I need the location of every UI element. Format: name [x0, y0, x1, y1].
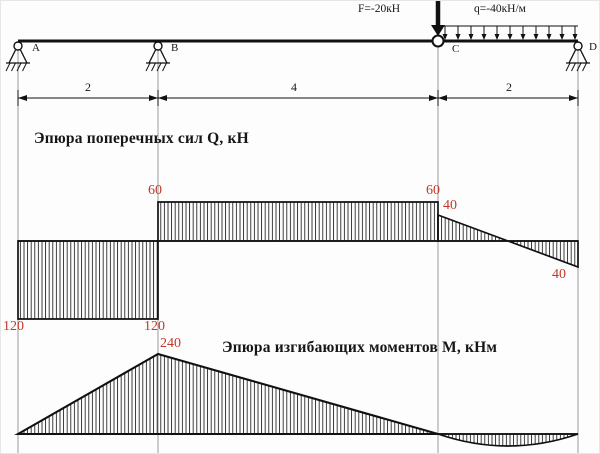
- m-parabola: [437, 433, 579, 447]
- shear-diagram: [17, 201, 579, 320]
- dimension-label-cd: 2: [506, 80, 512, 94]
- q-value-60-b: 60: [148, 183, 162, 198]
- support-label-c: C: [452, 43, 460, 55]
- moment-diagram: [14, 352, 579, 447]
- q-segment: [157, 201, 439, 242]
- q-value-120-left: 120: [3, 319, 24, 334]
- beam-schematic: [5, 34, 590, 72]
- distributed-load-label: q=-40кН/м: [474, 3, 526, 15]
- q-segment: [17, 240, 159, 320]
- load-arrows: [431, 1, 578, 40]
- hinge-c: [431, 34, 445, 48]
- q-value-120-b: 120: [144, 319, 165, 334]
- support-label-b: B: [171, 42, 179, 54]
- moment-diagram-title: Эпюра изгибающих моментов М, кНм: [222, 339, 498, 356]
- shear-diagram-title: Эпюра поперечных сил Q, кН: [34, 130, 249, 147]
- point-force-label: F=-20кН: [358, 3, 401, 15]
- m-triangle: [14, 352, 439, 436]
- q-value-60-c: 60: [426, 183, 440, 198]
- q-value-40-c: 40: [443, 198, 457, 213]
- support-label-a: A: [32, 42, 40, 54]
- dimension-label-bc: 4: [291, 80, 297, 94]
- m-value-240-b: 240: [160, 336, 181, 351]
- q-segment: [437, 213, 579, 269]
- dimension-label-ab: 2: [85, 80, 91, 94]
- dimension-line: [17, 90, 579, 106]
- q-value-40-d: 40: [552, 267, 566, 282]
- support-label-d: D: [589, 41, 597, 53]
